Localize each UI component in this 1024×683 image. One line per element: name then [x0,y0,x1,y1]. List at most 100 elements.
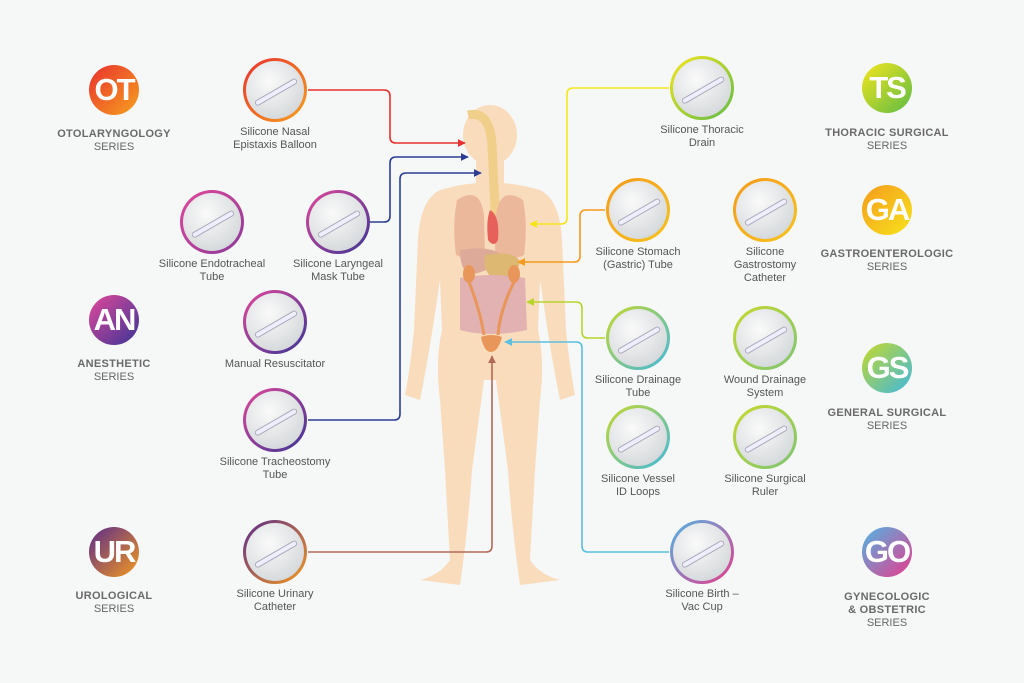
product-photo [246,523,304,581]
product-name-line: Catheter [253,601,297,613]
connector-thoracic [529,87,669,228]
product-image[interactable] [243,58,307,122]
ot-series-logo: OT [89,65,139,115]
product-image[interactable] [670,56,734,120]
product-photo [673,59,731,117]
product-label: Silicone Birth –Vac Cup [627,588,777,614]
product-name-line: Silicone Nasal [240,126,310,138]
product-name-line: Tube [199,271,225,283]
product-photo [609,181,667,239]
product-image[interactable] [670,520,734,584]
connector-urinary [308,355,496,553]
series-title: GYNECOLOGIC & OBSTETRIC [844,591,930,616]
product-photo [246,391,304,449]
series-title: ANESTHETIC [77,358,151,370]
product-name-line: Silicone Surgical [724,473,806,485]
connector-tracheostomy [308,169,482,421]
product-photo [736,309,794,367]
product-photo [673,523,731,581]
product-image[interactable] [180,190,244,254]
product-name-line: Silicone Drainage [594,374,682,386]
product-image[interactable] [243,520,307,584]
organs [454,109,527,352]
series-sub: SERIES [93,371,135,383]
product-photo [246,293,304,351]
product-name-line: ID Loops [615,486,661,498]
product-photo [609,408,667,466]
product-name-line: Drain [688,137,716,149]
product-photo [309,193,367,251]
product-name-line: Silicone Birth – [665,588,739,600]
connector-lines [308,87,669,553]
product-image[interactable] [733,306,797,370]
go-series-logo: GO [862,527,912,577]
series-sub: SERIES [866,617,908,629]
product-image[interactable] [606,405,670,469]
product-name-line: Vac Cup [681,601,723,613]
product-name-line: Silicone Endotracheal [158,258,266,270]
connector-birth [504,338,669,553]
series-title: GASTROENTEROLOGIC [820,248,954,260]
connector-drainage [526,298,605,339]
gs-series-logo: GS [862,343,912,393]
product-image[interactable] [733,405,797,469]
product-image[interactable] [306,190,370,254]
series-title: UROLOGICAL [75,590,153,602]
product-image[interactable] [243,290,307,354]
ga-series-logo: GA [862,185,912,235]
connector-laryngeal [370,153,469,223]
series-sub: SERIES [866,140,908,152]
product-name-line: Silicone Vessel [601,473,675,485]
an-series-logo: AN [89,295,139,345]
product-name-line: Catheter [743,272,787,284]
product-name-line: Manual Resuscitator [224,358,326,370]
series-sub: SERIES [866,261,908,273]
product-name-line: Ruler [751,486,779,498]
product-name-line: Silicone Urinary [236,588,314,600]
series-sub: SERIES [866,420,908,432]
product-name-line: Silicone Tracheostomy [219,456,331,468]
series-sub: SERIES [93,603,135,615]
product-name-line: Gastrostomy [733,259,797,271]
product-label: Manual Resuscitator [200,358,350,371]
series-title: GENERAL SURGICAL [827,407,947,419]
product-name-line: (Gastric) Tube [603,259,673,271]
product-name-line: Silicone Laryngeal [293,258,383,270]
ur-series-logo: UR [89,527,139,577]
product-image[interactable] [606,306,670,370]
product-name-line: Epistaxis Balloon [233,139,317,151]
product-image[interactable] [733,178,797,242]
series-title: OTOLARYNGOLOGY [57,128,171,140]
product-photo [246,61,304,119]
product-name-line: Silicone Thoracic [660,124,744,136]
series-sub: SERIES [93,141,135,153]
product-photo [183,193,241,251]
product-image[interactable] [243,388,307,452]
product-name-line: Tube [262,469,288,481]
ts-series-logo: TS [862,63,912,113]
product-image[interactable] [606,178,670,242]
product-photo [736,408,794,466]
product-photo [609,309,667,367]
product-name-line: Wound Drainage [723,374,807,386]
connector-stomach [517,209,605,266]
